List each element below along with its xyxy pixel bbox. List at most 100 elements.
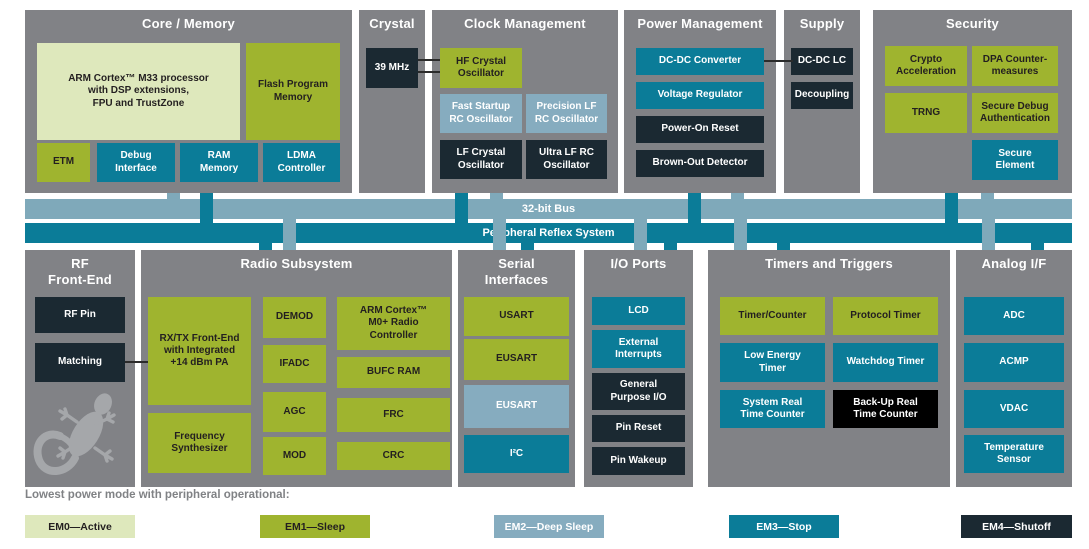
legend-em4-swatch: EM4—Shutoff — [961, 515, 1072, 538]
power-on-reset-block: Power-On Reset — [636, 116, 764, 143]
panel-clock-management-title-line: Clock Management — [464, 16, 586, 31]
debug-interface-label: Debug — [120, 150, 152, 162]
timer-counter-block: Timer/Counter — [720, 297, 825, 335]
legend-label: EM3—Stop — [756, 520, 812, 533]
hf-crystal-oscillator-label: HF Crystal — [455, 55, 506, 67]
secure-debug-authentication-label: Secure Debug — [981, 100, 1049, 112]
etm-label: ETM — [52, 156, 75, 168]
watchdog-timer-label: Watchdog Timer — [846, 356, 925, 368]
bus-connector-tab — [259, 242, 272, 250]
connector-line — [418, 59, 440, 61]
rxtx-front-end-label: RX/TX Front-End — [159, 332, 240, 344]
low-energy-timer-label: Low Energy — [744, 350, 801, 362]
panel-analog-if-title-line: Analog I/F — [981, 256, 1047, 271]
arm-cortex-m33-label: with DSP extensions, — [88, 85, 189, 97]
connector-line — [418, 71, 440, 73]
system-real-time-counter-label: System Real — [742, 396, 803, 408]
demod-label: DEMOD — [275, 311, 314, 323]
bus-prs: Peripheral Reflex System — [25, 223, 1072, 243]
m0-radio-controller-label: Controller — [369, 329, 418, 341]
bus-connector-tab — [493, 218, 506, 250]
voltage-regulator-label: Voltage Regulator — [657, 89, 743, 101]
bus-connector-tab — [1031, 242, 1044, 250]
panel-power-management-title: Power Management — [624, 10, 776, 32]
ifadc-block: IFADC — [263, 345, 326, 383]
panel-serial-interfaces-title-line: Interfaces — [484, 272, 549, 288]
precision-lf-rc-oscillator-label: RC Oscillator — [534, 113, 599, 125]
brown-out-detector-block: Brown-Out Detector — [636, 150, 764, 177]
dpa-countermeasures-label: DPA Counter- — [982, 53, 1048, 65]
bufc-ram-block: BUFC RAM — [337, 357, 450, 388]
bus-connector-tab — [283, 218, 296, 250]
acmp-block: ACMP — [964, 343, 1064, 382]
secure-element-label: Element — [995, 160, 1035, 171]
legend-em0-swatch: EM0—Active — [25, 515, 135, 538]
bus-connector-tab — [981, 193, 994, 201]
legend-em3-swatch: EM3—Stop — [729, 515, 839, 538]
legend-em2-swatch: EM2—Deep Sleep — [494, 515, 604, 538]
lf-crystal-oscillator-label: Oscillator — [457, 159, 505, 171]
secure-element-label: Secure — [998, 147, 1032, 159]
ldma-controller-label: LDMA — [287, 150, 316, 162]
ultra-lf-rc-oscillator-label: Oscillator — [543, 159, 590, 171]
eusart-hf-block: EUSART — [464, 339, 569, 380]
mod-label: MOD — [282, 449, 307, 461]
panel-radio-subsystem-title: Radio Subsystem — [141, 250, 452, 272]
trng-label: TRNG — [911, 106, 941, 118]
eusart-lf-block: EUSART — [464, 385, 569, 428]
m0-radio-controller-label: ARM Cortex™ — [359, 305, 428, 317]
pin-reset-label: Pin Reset — [615, 422, 662, 434]
panel-supply-title: Supply — [784, 10, 860, 32]
frequency-synthesizer-label: Synthesizer — [171, 443, 228, 454]
power-on-reset-label: Power-On Reset — [661, 123, 739, 135]
demod-block: DEMOD — [263, 297, 326, 338]
temperature-sensor-label: Sensor — [997, 454, 1031, 465]
dc-dc-converter-label: DC-DC Converter — [658, 55, 742, 67]
pin-wakeup-label: Pin Wakeup — [610, 454, 667, 466]
mod-block: MOD — [263, 437, 326, 475]
frc-label: FRC — [383, 408, 404, 420]
pin-reset-block: Pin Reset — [592, 415, 685, 442]
external-interrupts-label: Interrupts — [615, 349, 662, 360]
bus-connector-tab — [734, 218, 747, 250]
bus-connector-tab — [664, 242, 677, 250]
bus-connector-tab — [455, 193, 468, 224]
bus-connector-tab — [731, 193, 744, 201]
dc-dc-converter-block: DC-DC Converter — [636, 48, 764, 75]
legend-em1-swatch: EM1—Sleep — [260, 515, 370, 538]
debug-interface-label: Interface — [115, 162, 157, 174]
panel-rf-front-end-title-line: Front-End — [48, 272, 112, 288]
system-real-time-counter-label: Time Counter — [740, 409, 805, 420]
dpa-countermeasures-block: DPA Counter-measures — [972, 46, 1058, 86]
bus-prs-label: Peripheral Reflex System — [482, 227, 615, 239]
pin-wakeup-block: Pin Wakeup — [592, 447, 685, 475]
frequency-synthesizer-label: Frequency — [174, 430, 225, 442]
flash-program-memory-label: Flash Program — [257, 79, 329, 91]
timer-counter-label: Timer/Counter — [738, 309, 807, 321]
bus-connector-tab — [945, 193, 958, 224]
legend-label: EM0—Active — [48, 520, 112, 533]
bus-connector-tab — [490, 193, 503, 201]
general-purpose-io-label: Purpose I/O — [610, 391, 667, 403]
panel-io-ports-title: I/O Ports — [584, 250, 693, 272]
ifadc-label: IFADC — [279, 357, 310, 369]
decoupling-block: Decoupling — [791, 82, 853, 109]
etm-block: ETM — [37, 143, 90, 182]
